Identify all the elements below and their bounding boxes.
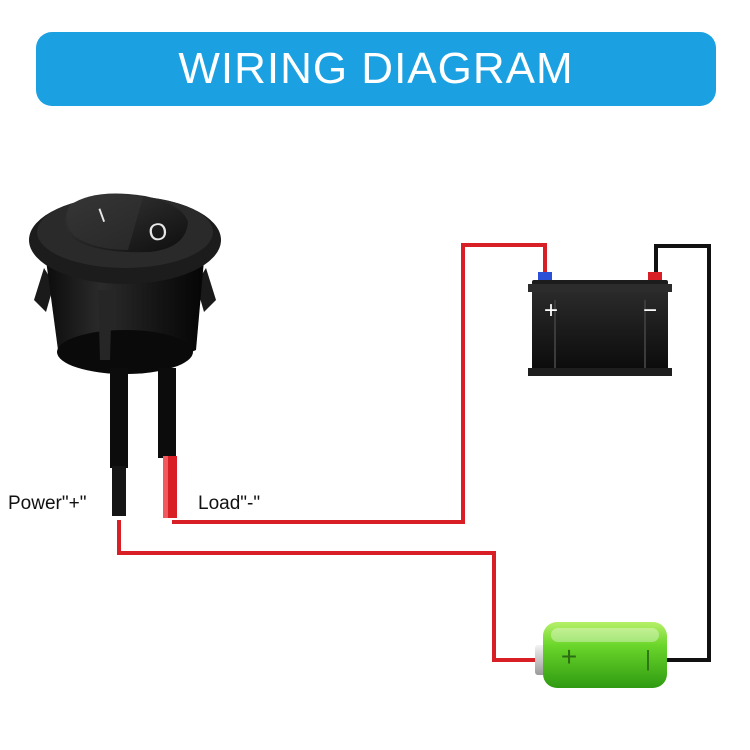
cell-battery-body — [543, 622, 667, 688]
cell-positive-symbol: + — [561, 641, 577, 672]
cell-negative-symbol: | — [645, 646, 651, 671]
page-title: WIRING DIAGRAM — [178, 44, 574, 93]
title-banner: WIRING DIAGRAM — [36, 32, 716, 106]
red-wire-power — [117, 520, 537, 662]
switch-leg-load — [158, 368, 176, 458]
switch-leg-power — [110, 368, 128, 468]
rocker-switch — [29, 193, 221, 518]
load-label: Load"-" — [198, 493, 260, 514]
power-label: Power"+" — [8, 493, 86, 514]
red-wire-load — [172, 243, 547, 524]
battery-positive-symbol: + — [544, 297, 558, 324]
car-battery — [528, 272, 672, 376]
battery-negative-symbol: − — [643, 297, 657, 324]
switch-off-symbol: O — [147, 218, 170, 248]
black-wire — [654, 244, 711, 662]
cell-battery — [535, 622, 667, 688]
